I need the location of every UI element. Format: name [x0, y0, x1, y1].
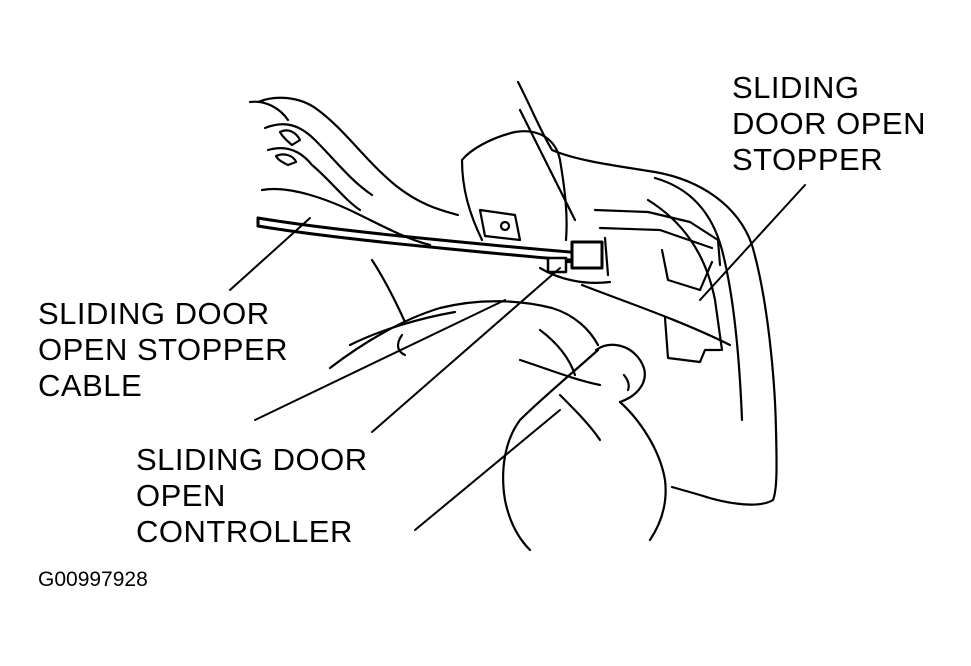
- lower-hand: [328, 300, 667, 552]
- leader-lower: [414, 409, 561, 531]
- label-line: OPEN STOPPER: [38, 332, 289, 367]
- leader-cable: [229, 217, 311, 291]
- label-sliding-door-open-stopper-cable: SLIDING DOOR OPEN STOPPER CABLE: [38, 296, 288, 404]
- leader-upper: [254, 299, 506, 421]
- stopper-cable: [256, 216, 572, 262]
- label-line: CABLE: [38, 368, 143, 403]
- open-stopper-assembly: [478, 198, 732, 364]
- hand-fingers: [248, 96, 577, 324]
- label-line: CONTROLLER: [136, 514, 353, 549]
- label-line: SLIDING: [732, 70, 860, 105]
- leader-lines: [229, 184, 806, 531]
- door-panel: [460, 80, 778, 506]
- label-line: DOOR OPEN: [732, 106, 926, 141]
- label-line: SLIDING DOOR: [136, 442, 368, 477]
- label-sliding-door-open-stopper: SLIDING DOOR OPEN STOPPER: [732, 70, 926, 178]
- label-line: OPEN: [136, 478, 226, 513]
- figure-id: G00997928: [38, 568, 148, 591]
- leader-controller: [371, 267, 561, 433]
- label-line: STOPPER: [732, 142, 884, 177]
- label-line: SLIDING DOOR: [38, 296, 270, 331]
- leader-stopper: [699, 184, 806, 301]
- label-sliding-door-open-controller: SLIDING DOOR OPEN CONTROLLER: [136, 442, 368, 550]
